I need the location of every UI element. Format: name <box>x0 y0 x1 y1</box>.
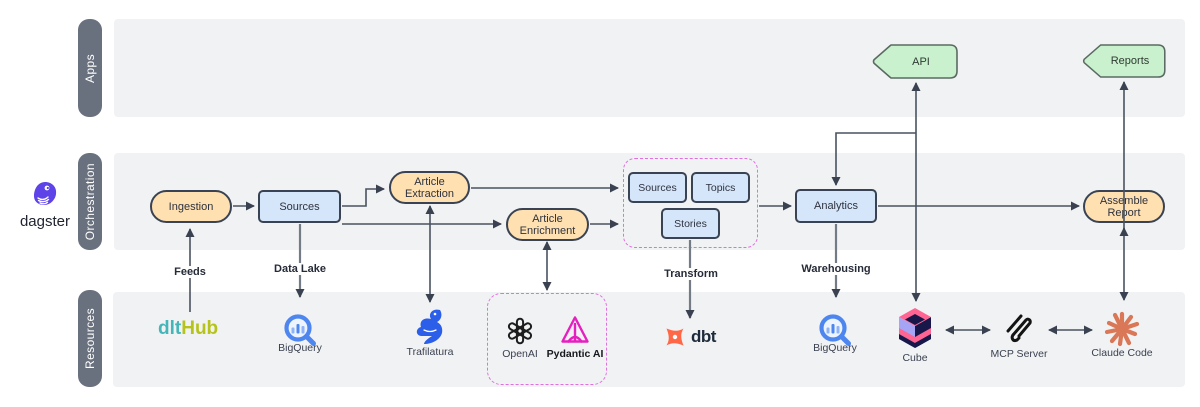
dbt-wordmark: dbt <box>691 327 716 346</box>
pydantic-ai-label: Pydantic AI <box>546 348 604 360</box>
reports-tag-shape <box>1082 44 1166 78</box>
bigquery-label-1: BigQuery <box>278 342 322 354</box>
node-assemble-report-label: Assemble Report <box>1099 194 1149 219</box>
node-api-label: API <box>912 55 930 68</box>
trafilatura-resource <box>412 308 448 351</box>
cube-resource <box>897 306 933 355</box>
mcp-server-icon <box>1006 314 1032 342</box>
pydantic-ai-resource <box>560 315 590 350</box>
node-group-stories-label: Stories <box>674 217 707 230</box>
node-reports: Reports <box>1082 44 1166 78</box>
lane-label-resources-text: Resources <box>83 308 97 369</box>
node-group-sources-label: Sources <box>638 181 677 194</box>
lane-label-resources: Resources <box>78 290 102 387</box>
edge-label-transform: Transform <box>661 268 721 280</box>
openai-label: OpenAI <box>502 348 538 360</box>
bigquery-icon-2 <box>819 314 851 346</box>
node-group-topics: Topics <box>691 172 750 203</box>
node-sources-label: Sources <box>279 200 320 213</box>
bigquery-label-2: BigQuery <box>813 342 857 354</box>
lane-label-orchestration: Orchestration <box>78 153 102 250</box>
claude-code-icon <box>1104 311 1140 347</box>
node-reports-label: Reports <box>1110 55 1150 67</box>
dlthub-logo-dlt: dlt <box>158 318 182 339</box>
node-sources: Sources <box>258 190 341 223</box>
bigquery-resource-1 <box>282 312 318 353</box>
node-analytics: Analytics <box>795 189 877 223</box>
edge-label-data-lake: Data Lake <box>271 263 329 275</box>
apps-lane-background <box>114 19 1185 117</box>
node-article-enrichment: Article Enrichment <box>506 208 589 241</box>
node-group-topics-label: Topics <box>705 181 736 194</box>
edge-label-feeds: Feeds <box>171 266 209 278</box>
lane-label-apps: Apps <box>78 19 102 117</box>
bigquery-resource-2 <box>817 312 853 353</box>
dagster-wordmark: dagster <box>19 213 71 230</box>
claude-code-resource <box>1104 311 1140 352</box>
lane-label-apps-text: Apps <box>83 53 97 83</box>
bigquery-icon <box>284 314 316 346</box>
openai-resource <box>506 317 534 350</box>
node-group-stories: Stories <box>661 208 720 239</box>
pydantic-ai-icon <box>561 316 589 343</box>
openai-icon <box>507 317 533 345</box>
lane-label-orchestration-text: Orchestration <box>83 162 97 241</box>
cube-icon <box>899 308 931 348</box>
node-analytics-label: Analytics <box>813 200 859 212</box>
dagster-logo-icon <box>34 182 57 205</box>
node-ingestion: Ingestion <box>150 190 232 223</box>
node-api: API <box>872 44 958 79</box>
dbt-icon <box>666 328 684 346</box>
trafilatura-icon <box>416 309 443 344</box>
claude-code-label: Claude Code <box>1091 347 1153 359</box>
dlthub-logo: dltHub <box>158 318 218 340</box>
node-ingestion-label: Ingestion <box>168 200 214 213</box>
dagster-branding: dagster <box>14 181 76 230</box>
edge-label-warehousing: Warehousing <box>798 263 874 275</box>
node-article-extraction-label: Article Extraction <box>405 175 454 200</box>
mcp-server-label: MCP Server <box>990 348 1048 360</box>
dlthub-logo-hub: Hub <box>181 318 219 339</box>
node-article-extraction: Article Extraction <box>389 171 470 204</box>
cube-label: Cube <box>902 352 928 364</box>
mcp-server-resource <box>1003 313 1035 350</box>
group-ai-resources <box>487 293 607 385</box>
node-group-sources: Sources <box>628 172 687 203</box>
dbt-resource: dbt <box>662 324 716 350</box>
node-article-enrichment-label: Article Enrichment <box>519 212 576 237</box>
trafilatura-label: Trafilatura <box>406 346 454 358</box>
api-tag-shape <box>872 44 958 79</box>
node-assemble-report: Assemble Report <box>1083 190 1165 223</box>
